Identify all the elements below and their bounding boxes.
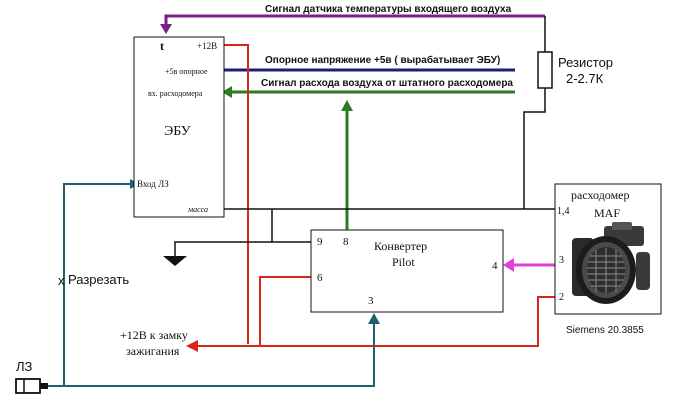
ecu-title: ЭБУ — [164, 124, 191, 139]
ecu-pin-t: t — [160, 39, 164, 53]
ignition-label-2: зажигания — [126, 344, 180, 358]
maf-title-1: расходомер — [571, 188, 630, 202]
intake-temp-wire — [164, 14, 545, 28]
resistor-label-1: Резистор — [558, 55, 613, 70]
ecu-pin-lz: Вход ЛЗ — [137, 179, 169, 189]
maf-pin-3: 3 — [559, 255, 564, 266]
lz-arrow-converter — [368, 313, 380, 324]
intake-temp-arrow — [160, 24, 172, 34]
ground-wire-chassis — [174, 241, 272, 256]
converter-pin-3: 3 — [368, 295, 374, 307]
converter-box — [310, 229, 504, 313]
lz-wire-converter — [46, 321, 375, 387]
maf-title-2: MAF — [594, 206, 620, 220]
ecu-pin-ground: масса — [187, 205, 208, 214]
cut-label: Разрезать — [68, 272, 129, 287]
lz-wire-ecu — [63, 183, 134, 386]
ecu-pin-12v: +12В — [197, 41, 217, 51]
converter-pin-4: 4 — [492, 260, 498, 272]
converter-pin-6: 6 — [317, 272, 323, 284]
converter-pin-9: 9 — [317, 236, 323, 248]
maf-pin-2: 2 — [559, 292, 564, 303]
maf-model: Siemens 20.3855 — [566, 325, 644, 336]
resistor-label-2: 2-2.7К — [566, 71, 604, 86]
resistor-wire-bottom — [523, 88, 546, 209]
maf-pin-14: 1,4 — [557, 206, 570, 217]
lz-label: ЛЗ — [16, 359, 33, 374]
ground-wire-pin9 — [271, 209, 311, 243]
converter-title-2: Pilot — [392, 255, 415, 269]
converter-pin-8: 8 — [343, 236, 349, 248]
ref-voltage-caption: Опорное напряжение +5в ( вырабатывает ЭБ… — [265, 54, 500, 66]
lz-connector-icon — [15, 378, 48, 394]
ecu-box — [133, 36, 225, 218]
power-arrow-ignition — [186, 340, 198, 352]
intake-temp-caption: Сигнал датчика температуры входящего воз… — [265, 4, 512, 15]
converter-title-1: Конвертер — [374, 239, 427, 253]
power-wire-ecu — [224, 44, 249, 344]
converter-out-arrow — [341, 100, 353, 111]
airflow-arrow-to-ecu — [222, 86, 232, 98]
resistor — [537, 51, 553, 89]
maf-sensor-icon — [572, 222, 650, 304]
cut-mark: х — [58, 273, 65, 288]
ecu-pin-ref: +5в опорное — [165, 67, 208, 76]
power-wire-pin6 — [259, 276, 311, 346]
airflow-caption: Сигнал расхода воздуха от штатного расхо… — [261, 78, 513, 89]
ecu-pin-flow: вх. расходомера — [148, 89, 203, 98]
power-wire-ignition — [196, 296, 555, 347]
maf-signal-arrow — [503, 258, 514, 272]
ignition-label-1: +12В к замку — [120, 328, 188, 342]
ground-symbol — [163, 256, 187, 266]
